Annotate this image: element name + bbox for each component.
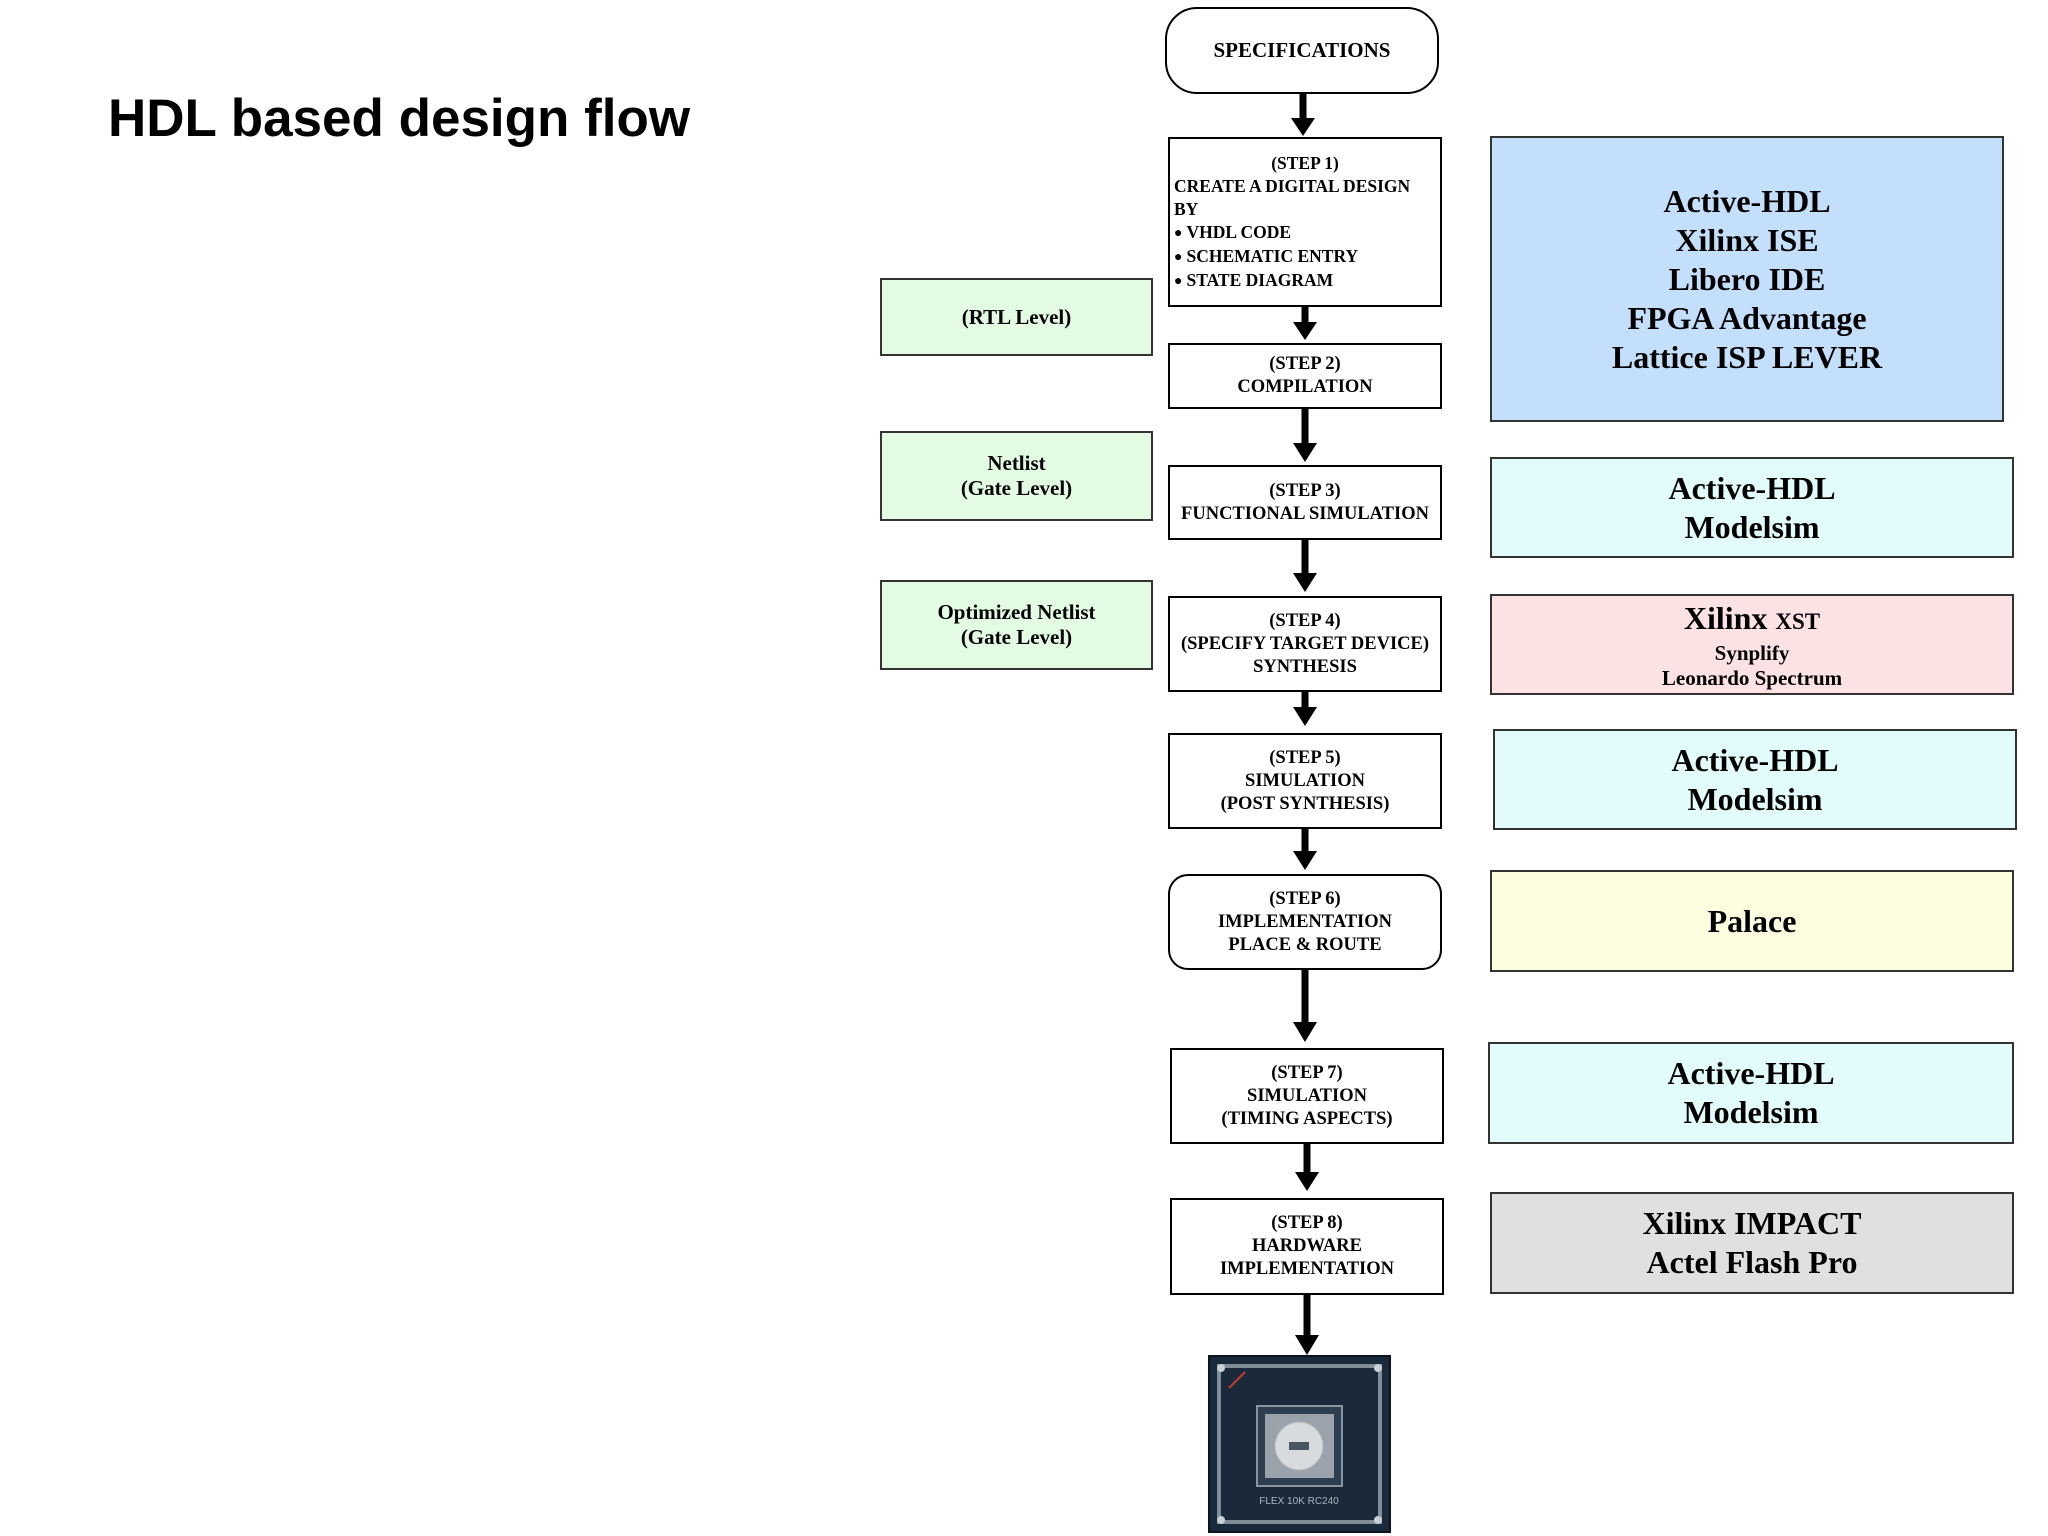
step8-box: (STEP 8) HARDWARE IMPLEMENTATION bbox=[1170, 1198, 1444, 1295]
specifications-label: SPECIFICATIONS bbox=[1213, 38, 1391, 62]
board-label: FLEX 10K RC240 bbox=[1259, 1496, 1339, 1507]
optimized-gate-label: (Gate Level) bbox=[960, 625, 1073, 649]
tool-actel-flash-pro: Actel Flash Pro bbox=[1646, 1244, 1858, 1280]
programming-tools-box: Xilinx IMPACT Actel Flash Pro bbox=[1490, 1192, 2014, 1294]
functional-sim-tools-box: Active-HDL Modelsim bbox=[1490, 457, 2014, 558]
step7-box: (STEP 7) SIMULATION (TIMING ASPECTS) bbox=[1170, 1048, 1444, 1144]
tool-libero-ide: Libero IDE bbox=[1668, 260, 1826, 297]
step1-bullet-vhdl: VHDL CODE bbox=[1174, 221, 1291, 245]
specifications-box: SPECIFICATIONS bbox=[1165, 7, 1439, 94]
tool-xst: XST bbox=[1775, 608, 1821, 634]
step2-heading: (STEP 2) bbox=[1269, 354, 1341, 374]
step8-line2: IMPLEMENTATION bbox=[1219, 1259, 1395, 1279]
tool-modelsim: Modelsim bbox=[1683, 1094, 1819, 1130]
step7-heading: (STEP 7) bbox=[1271, 1062, 1343, 1083]
optimized-netlist-label: Optimized Netlist bbox=[937, 600, 1096, 624]
tool-modelsim: Modelsim bbox=[1684, 508, 1820, 545]
tool-active-hdl: Active-HDL bbox=[1668, 469, 1836, 506]
step4-line2: SYNTHESIS bbox=[1253, 656, 1357, 677]
tool-palace: Palace bbox=[1707, 902, 1797, 939]
tool-active-hdl: Active-HDL bbox=[1671, 741, 1839, 778]
step4-box: (STEP 4) (SPECIFY TARGET DEVICE) SYNTHES… bbox=[1168, 596, 1442, 692]
fpga-board-image: FLEX 10K RC240 bbox=[1208, 1355, 1391, 1533]
step5-line1: SIMULATION bbox=[1245, 770, 1365, 791]
step5-line2: (POST SYNTHESIS) bbox=[1220, 793, 1390, 814]
step2-label: COMPILATION bbox=[1237, 377, 1373, 397]
tool-synplify: Synplify bbox=[1714, 640, 1790, 665]
tool-leonardo-spectrum: Leonardo Spectrum bbox=[1661, 665, 1843, 690]
step4-line1: (SPECIFY TARGET DEVICE) bbox=[1180, 633, 1430, 654]
tool-xilinx-impact: Xilinx IMPACT bbox=[1642, 1205, 1862, 1241]
tool-lattice-isp-lever: Lattice ISP LEVER bbox=[1611, 338, 1883, 375]
rtl-level-box: (RTL Level) bbox=[880, 278, 1153, 356]
tool-xilinx-xst: Xilinx XST bbox=[1684, 599, 1820, 641]
step7-line1: SIMULATION bbox=[1247, 1085, 1367, 1106]
step1-box: (STEP 1) CREATE A DIGITAL DESIGN BY VHDL… bbox=[1168, 137, 1442, 307]
step3-label: FUNCTIONAL SIMULATION bbox=[1181, 503, 1429, 524]
tool-modelsim: Modelsim bbox=[1687, 780, 1823, 817]
step1-line1: CREATE A DIGITAL DESIGN bbox=[1174, 175, 1411, 196]
place-route-tools-box: Palace bbox=[1490, 870, 2014, 972]
tool-active-hdl: Active-HDL bbox=[1667, 1055, 1835, 1091]
optimized-netlist-box: Optimized Netlist (Gate Level) bbox=[880, 580, 1153, 670]
step1-bullet-schematic: SCHEMATIC ENTRY bbox=[1174, 245, 1358, 269]
step3-box: (STEP 3) FUNCTIONAL SIMULATION bbox=[1168, 465, 1442, 540]
step6-line1: IMPLEMENTATION bbox=[1217, 911, 1393, 932]
step1-heading: (STEP 1) bbox=[1271, 152, 1339, 173]
step8-line1: HARDWARE bbox=[1252, 1236, 1362, 1256]
tool-fpga-advantage: FPGA Advantage bbox=[1627, 299, 1867, 336]
timing-sim-tools-box: Active-HDL Modelsim bbox=[1488, 1042, 2014, 1144]
step1-bullet-state: STATE DIAGRAM bbox=[1174, 269, 1333, 293]
netlist-gate-label: (Gate Level) bbox=[960, 476, 1073, 500]
synthesis-tools-box: Xilinx XST Synplify Leonardo Spectrum bbox=[1490, 594, 2014, 695]
design-entry-tools-box: Active-HDL Xilinx ISE Libero IDE FPGA Ad… bbox=[1490, 136, 2004, 422]
step3-heading: (STEP 3) bbox=[1269, 480, 1341, 501]
tool-active-hdl: Active-HDL bbox=[1663, 182, 1831, 219]
page-title: HDL based design flow bbox=[108, 89, 691, 148]
tool-xilinx: Xilinx bbox=[1683, 599, 1768, 636]
step7-line2: (TIMING ASPECTS) bbox=[1221, 1108, 1393, 1129]
step6-box: (STEP 6) IMPLEMENTATION PLACE & ROUTE bbox=[1168, 874, 1442, 970]
step4-heading: (STEP 4) bbox=[1269, 610, 1341, 631]
netlist-level-box: Netlist (Gate Level) bbox=[880, 431, 1153, 521]
step2-box: (STEP 2) COMPILATION bbox=[1168, 343, 1442, 409]
step6-line2: PLACE & ROUTE bbox=[1228, 934, 1382, 955]
step5-heading: (STEP 5) bbox=[1269, 747, 1341, 768]
tool-xilinx-ise: Xilinx ISE bbox=[1675, 221, 1819, 258]
step5-box: (STEP 5) SIMULATION (POST SYNTHESIS) bbox=[1168, 733, 1442, 829]
rtl-level-label: (RTL Level) bbox=[961, 304, 1072, 329]
step6-heading: (STEP 6) bbox=[1269, 888, 1341, 909]
post-synth-sim-tools-box: Active-HDL Modelsim bbox=[1493, 729, 2017, 830]
step8-heading: (STEP 8) bbox=[1271, 1213, 1343, 1233]
netlist-label: Netlist bbox=[987, 451, 1046, 475]
step1-line2: BY bbox=[1174, 198, 1199, 219]
